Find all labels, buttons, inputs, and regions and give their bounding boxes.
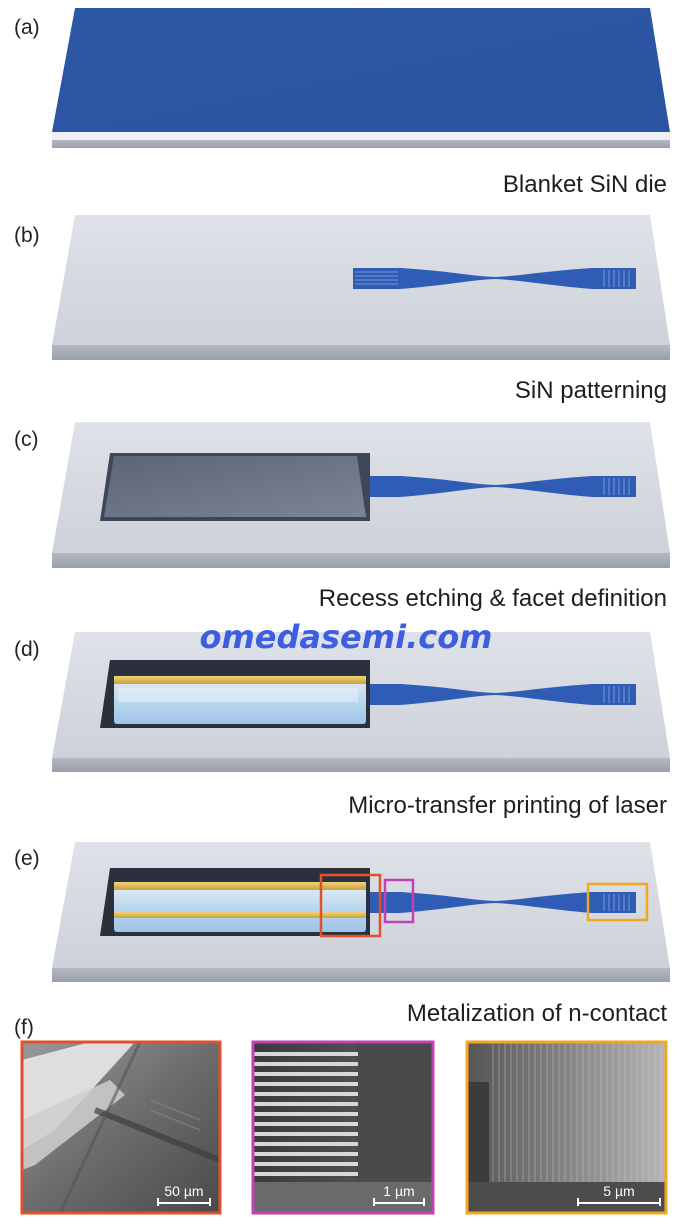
sin-waveguide xyxy=(370,892,636,913)
panel-f: (f) 50 µm xyxy=(14,1016,668,1215)
panel-d: (d) Micro-transfer printing of laser xyxy=(14,632,670,819)
die-side-face xyxy=(52,140,670,148)
panel-b-label: (b) xyxy=(14,224,40,247)
sin-waveguide xyxy=(370,684,636,705)
sem-image-taper-start: 1 µm xyxy=(251,1040,435,1215)
panel-a-label: (a) xyxy=(14,16,40,39)
scale-bar-label: 5 µm xyxy=(603,1183,634,1199)
panel-e-caption: Metalization of n-contact xyxy=(407,1000,667,1027)
panel-b-caption: SiN patterning xyxy=(515,377,667,404)
panel-c: (c) Recess etching & facet definition xyxy=(14,422,670,612)
sin-blanket-top xyxy=(52,8,670,132)
recess-cavity xyxy=(100,453,370,521)
sin-waveguide xyxy=(370,476,636,497)
highlight-box-grating xyxy=(586,882,649,922)
printed-laser-coupon xyxy=(114,676,366,724)
scale-bar-label: 50 µm xyxy=(164,1183,203,1199)
highlight-box-laser-facet xyxy=(319,873,382,938)
sem-frame-magenta xyxy=(251,1040,435,1215)
panel-c-caption: Recess etching & facet definition xyxy=(319,585,667,612)
die-side-face xyxy=(52,968,670,982)
sin-waveguide xyxy=(353,268,636,289)
sem-image-laser-facet: 50 µm xyxy=(20,1040,222,1215)
panel-c-label: (c) xyxy=(14,428,39,451)
metalized-laser-coupon xyxy=(114,882,366,932)
sem-frame-amber xyxy=(465,1040,668,1215)
panel-e-label: (e) xyxy=(14,847,40,870)
die-side-face xyxy=(52,758,670,772)
grating-fingers xyxy=(253,1052,358,1176)
panel-d-caption: Micro-transfer printing of laser xyxy=(348,792,667,819)
panel-d-label: (d) xyxy=(14,638,40,661)
panel-f-label: (f) xyxy=(14,1016,34,1039)
sin-layer-edge xyxy=(52,132,670,140)
highlight-box-taper-start xyxy=(383,878,415,924)
scale-bar-label: 1 µm xyxy=(383,1183,414,1199)
watermark-text: omedasemi.com xyxy=(199,618,492,656)
die-side-face xyxy=(52,553,670,568)
panel-b: (b) SiN patterning xyxy=(14,215,670,404)
sem-frame-orange-red xyxy=(20,1040,222,1215)
sem-image-grating-coupler: 5 µm xyxy=(465,1040,668,1215)
panel-e: (e) Metalization of n-contact xyxy=(14,842,670,1027)
panel-a-caption: Blanket SiN die xyxy=(503,171,667,198)
panel-a: (a) Blanket SiN die xyxy=(14,8,670,198)
die-side-face xyxy=(52,345,670,360)
